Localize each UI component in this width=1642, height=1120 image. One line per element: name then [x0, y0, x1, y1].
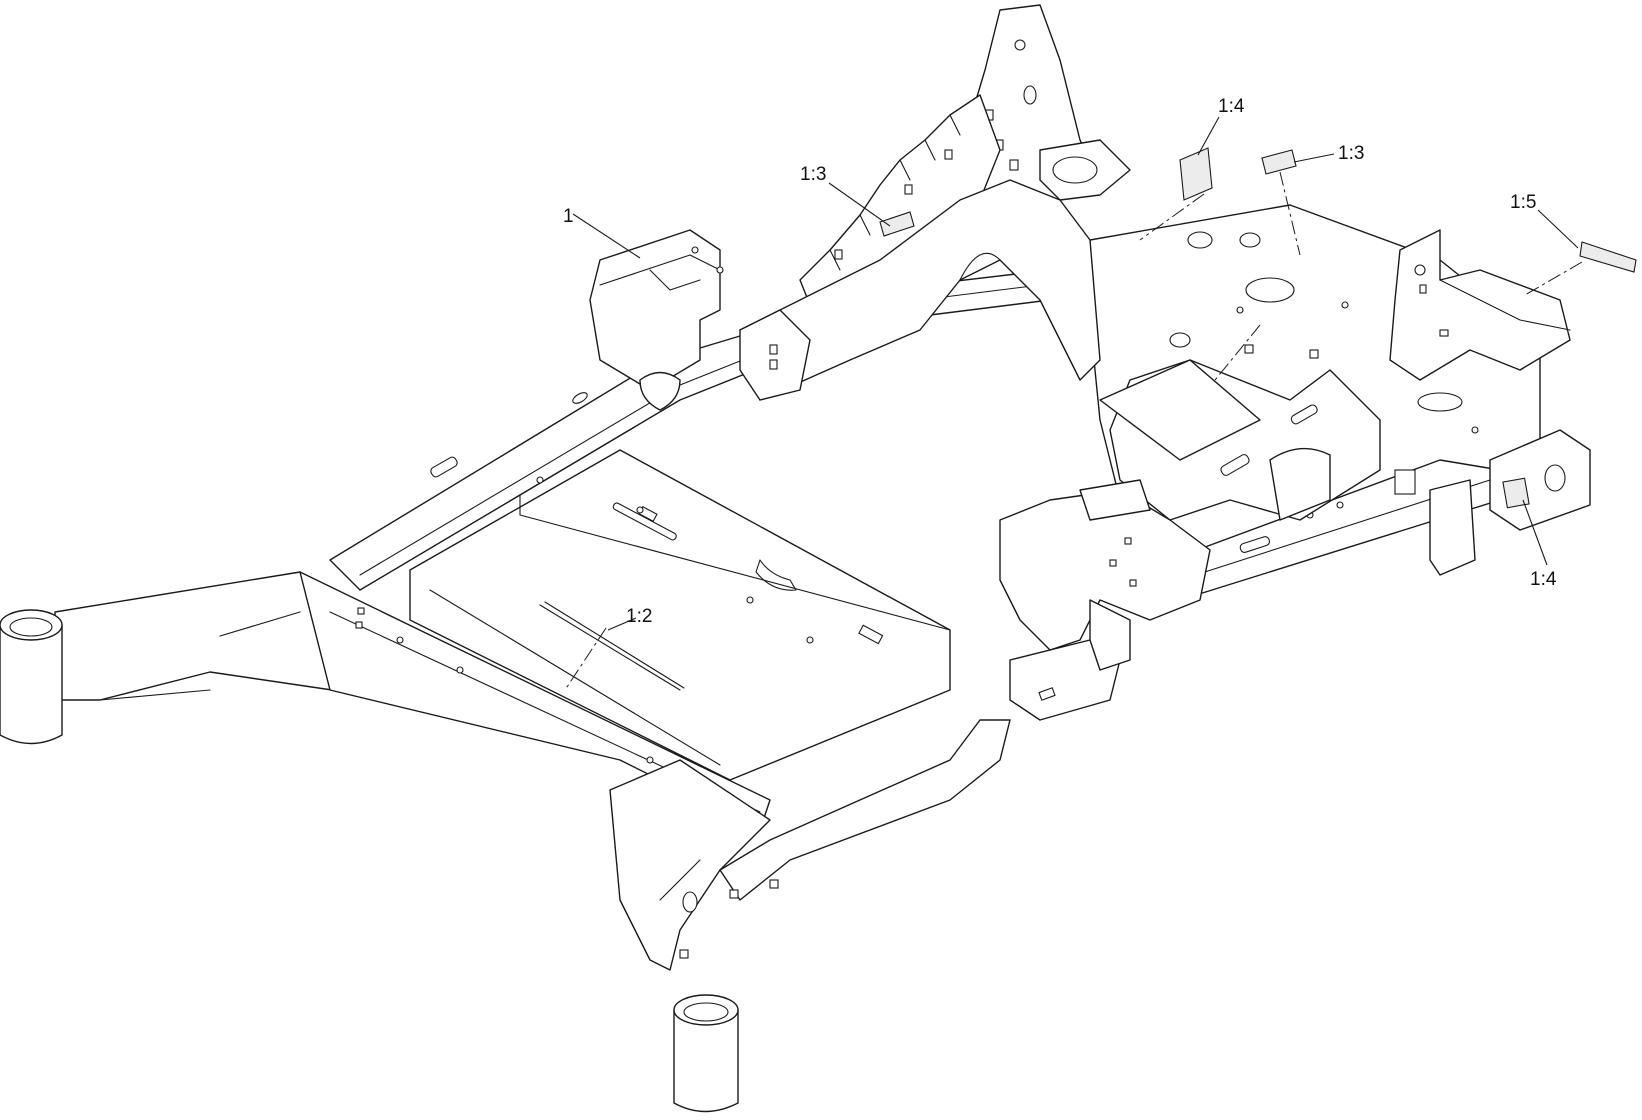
decal-1-4-top-shape: [1179, 147, 1213, 201]
front-left-mount: [589, 229, 724, 411]
rear-arm-body: [719, 719, 1011, 901]
right-rear-upright: [1429, 429, 1591, 576]
front-caster-arm-left: [54, 571, 333, 701]
foot-tabs: [1009, 599, 1131, 721]
leader-decal-3-left: [828, 182, 891, 227]
pivot-cylinder-top: [1039, 139, 1131, 201]
callout-decal-4-top: 1:4: [1218, 96, 1245, 117]
callout-decal-5: 1:5: [1510, 192, 1536, 213]
decal-1-2-shape: [539, 601, 685, 691]
caster-pivot-right: [673, 994, 739, 1113]
decal-1-3-right-shape: [1261, 149, 1297, 175]
leader-frame: [572, 213, 641, 259]
leader-decal-4-bottom: [1522, 499, 1548, 566]
phantom-line-decal-4-top: [1139, 193, 1205, 241]
callout-frame: 1: [563, 206, 574, 227]
phantom-line-decal-2: [564, 627, 607, 691]
decal-1-5-shape: [1579, 241, 1637, 273]
caster-pivot-left: [0, 609, 63, 745]
right-fender-bracket: [1389, 229, 1571, 381]
center-bracket: [999, 479, 1211, 651]
phantom-line-decal-5: [1524, 261, 1583, 296]
leader-decal-3-right: [1293, 153, 1335, 163]
center-floor-plate: [409, 449, 951, 781]
rear-left-arm: [609, 759, 771, 971]
leader-decal-2: [607, 617, 637, 631]
phantom-line-center: [1214, 324, 1261, 381]
leader-decal-4-top: [1197, 116, 1220, 156]
leader-decal-5: [1537, 209, 1579, 249]
callout-decal-3-right: 1:3: [1338, 143, 1364, 164]
left-mid-rail-teeth: [799, 94, 1001, 331]
central-arch-rail: [739, 179, 1101, 401]
left-mount-bracket: [739, 309, 811, 401]
decal-1-3-left-shape: [879, 211, 915, 237]
rear-cross-plate: [1099, 359, 1261, 461]
callout-decal-4-bottom: 1:4: [1530, 569, 1557, 590]
callout-decal-2: 1:2: [626, 606, 652, 627]
callout-decal-3-left: 1:3: [800, 164, 826, 185]
